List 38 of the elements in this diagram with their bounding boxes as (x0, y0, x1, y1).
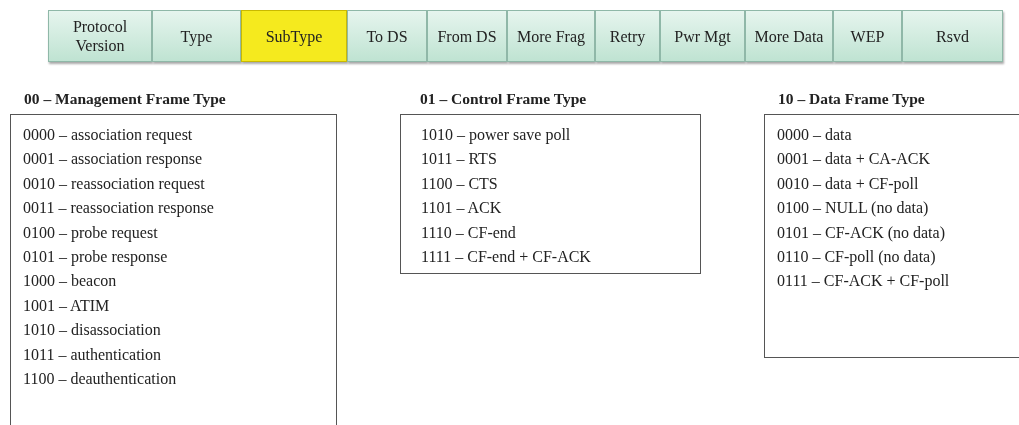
list-item: 0101 – CF-ACK (no data) (777, 222, 946, 244)
frame-control-field: Retry (595, 10, 660, 62)
list-item: 1111 – CF-end + CF-ACK (421, 247, 592, 268)
list-item: 1001 – ATIM (23, 295, 111, 316)
list-item: 0110 – CF-poll (no data) (777, 247, 937, 268)
frame-control-field: More Frag (507, 10, 595, 62)
list-item: 0010 – reassociation request (23, 173, 206, 195)
list-item: 0000 – data (777, 125, 853, 145)
list-item: 0000 – association request (23, 125, 194, 146)
list-item: 1100 – CTS (421, 173, 499, 194)
list-heading: 01 – Control Frame Type (420, 90, 587, 108)
list-heading: 00 – Management Frame Type (24, 90, 226, 108)
list-item: 1011 – authentication (23, 344, 163, 365)
list-item: 1010 – disassociation (23, 320, 162, 341)
list-item: 1110 – CF-end (421, 222, 517, 243)
frame-control-field: Rsvd (902, 10, 1003, 62)
list-item: 0001 – data + CA-ACK (777, 149, 931, 170)
frame-control-field: From DS (427, 10, 507, 62)
frame-control-field: WEP (833, 10, 902, 62)
list-item: 0100 – NULL (no data) (777, 198, 930, 219)
frame-control-field: Pwr Mgt (660, 10, 745, 62)
list-item: 0011 – reassociation response (23, 198, 215, 219)
list-item: 1101 – ACK (421, 198, 503, 219)
list-item: 0100 – probe request (23, 222, 159, 244)
list-item: 1100 – deauthentication (23, 369, 178, 390)
list-heading: 10 – Data Frame Type (778, 90, 925, 108)
frame-control-field: To DS (347, 10, 427, 62)
list-item: 0111 – CF-ACK + CF-poll (777, 271, 951, 292)
frame-control-field: SubType (241, 10, 347, 62)
list-item: 1010 – power save poll (421, 125, 572, 146)
frame-control-field: Type (152, 10, 241, 62)
list-item: 0001 – association response (23, 149, 204, 170)
list-item: 0101 – probe response (23, 247, 169, 268)
list-item: 1011 – RTS (421, 149, 498, 170)
list-item: 1000 – beacon (23, 271, 118, 292)
frame-control-field: Protocol Version (48, 10, 152, 62)
list-item: 0010 – data + CF-poll (777, 173, 920, 195)
frame-control-field: More Data (745, 10, 833, 62)
